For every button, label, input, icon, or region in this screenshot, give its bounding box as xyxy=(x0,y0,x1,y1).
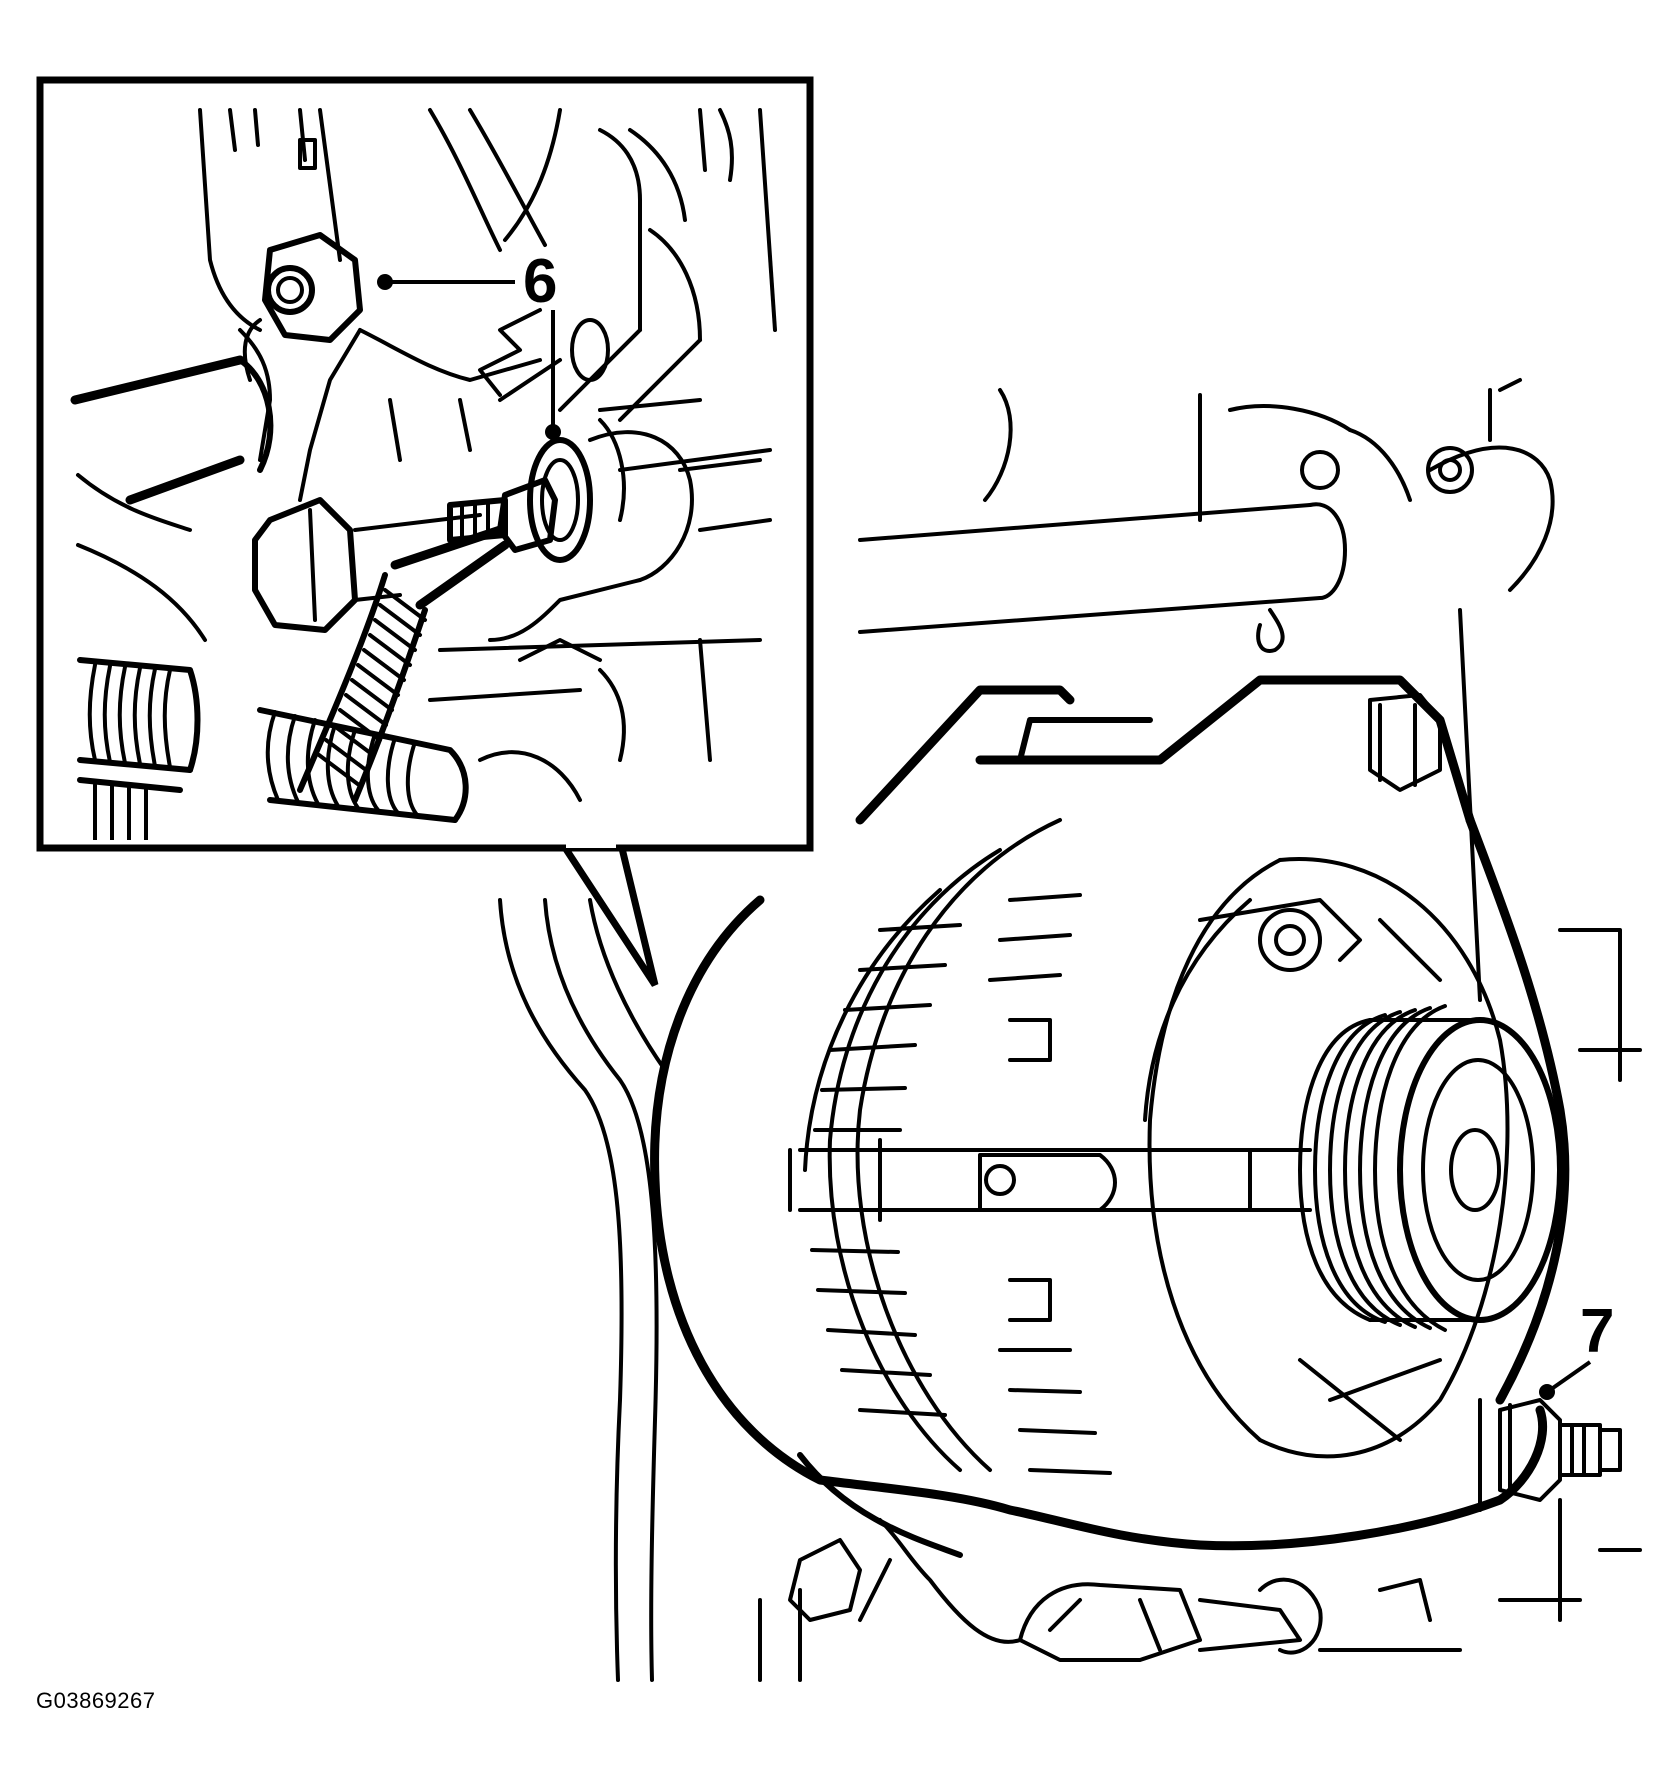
alternator-fins xyxy=(803,818,1112,1475)
alternator-body xyxy=(650,895,1548,1558)
alternator-rear-plate xyxy=(1143,857,1510,1459)
upper-tube xyxy=(858,378,1555,653)
lower-harness xyxy=(788,1518,1462,1662)
alternator-brace xyxy=(788,1138,1312,1222)
callout-6-label: 6 xyxy=(523,247,557,316)
callout-7-leader xyxy=(1548,1360,1592,1392)
engine-housing-outline xyxy=(498,898,802,1682)
callout-6-dot-upper xyxy=(377,274,393,290)
callout-7: 7 xyxy=(1539,1297,1614,1400)
figure-id: G03869267 xyxy=(36,1688,156,1713)
inset-frame xyxy=(36,76,814,852)
terminal-stud-7 xyxy=(1478,1398,1622,1512)
callout-7-dot xyxy=(1539,1384,1555,1400)
callout-6: 6 xyxy=(377,247,561,440)
mount-bolt-top xyxy=(1368,693,1442,792)
alternator-pulley xyxy=(1298,1004,1563,1332)
callout-6-dot-lower xyxy=(545,424,561,440)
inset-detail xyxy=(36,76,814,987)
callout-7-label: 7 xyxy=(1580,1297,1614,1366)
main-view xyxy=(498,378,1642,1682)
inset-drawing xyxy=(70,108,777,840)
alternator-bracket xyxy=(855,675,1570,1405)
